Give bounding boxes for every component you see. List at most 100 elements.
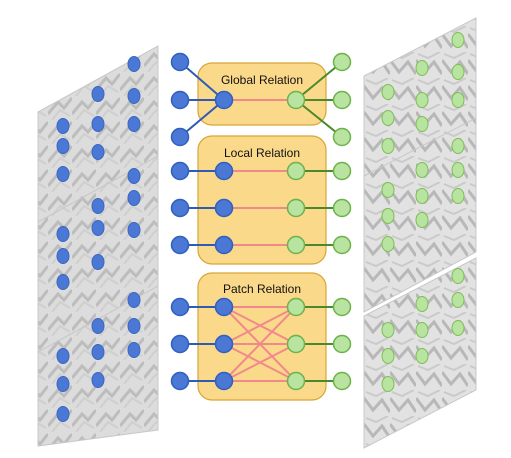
local-outer-green-node bbox=[332, 161, 352, 181]
right-panel-1-dot bbox=[451, 92, 465, 108]
patch-relation-label: Patch Relation bbox=[223, 282, 301, 296]
patch-inner-green-node bbox=[286, 371, 306, 391]
patch-outer-blue-node bbox=[170, 297, 190, 317]
left-panel-1-dot bbox=[127, 56, 141, 72]
left-image-panels bbox=[37, 45, 159, 447]
local-inner-blue-node bbox=[214, 161, 234, 181]
left-panel-2-dot bbox=[56, 274, 70, 290]
right-panel-2-dot bbox=[451, 162, 465, 178]
right-panel-3-dot bbox=[381, 348, 395, 364]
left-panel-1-dot bbox=[91, 86, 105, 102]
right-panel-2-dot bbox=[381, 236, 395, 252]
right-panel-3-dot bbox=[381, 376, 395, 392]
global-outer-blue-node bbox=[170, 52, 190, 72]
patch-red-edge bbox=[223, 306, 297, 345]
left-panel-2-dot bbox=[127, 190, 141, 206]
right-panel-1-dot bbox=[381, 138, 395, 154]
local-outer-green-node bbox=[332, 198, 352, 218]
right-panel-1-dot bbox=[381, 84, 395, 100]
global-inner-green-node bbox=[286, 90, 306, 110]
right-panel-2-dot bbox=[381, 208, 395, 224]
left-panel-3-dot bbox=[91, 318, 105, 334]
local-outer-blue-node bbox=[170, 235, 190, 255]
right-panel-2-dot bbox=[415, 188, 429, 204]
right-panel-3-dot bbox=[451, 320, 465, 336]
right-panel-1-dot bbox=[415, 116, 429, 132]
patch-outer-green-node bbox=[332, 334, 352, 354]
patch-outer-blue-node bbox=[170, 334, 190, 354]
global-green-edge bbox=[295, 61, 343, 101]
right-panel-3-dot bbox=[451, 292, 465, 308]
left-panel-1-dot bbox=[56, 166, 70, 182]
left-panel-3-dot bbox=[91, 344, 105, 360]
global-blue-edge bbox=[179, 99, 225, 138]
local-inner-blue-node bbox=[214, 235, 234, 255]
left-panel-3-dot bbox=[127, 342, 141, 358]
left-panel-1-dot bbox=[91, 116, 105, 132]
local-inner-green-node bbox=[286, 235, 306, 255]
left-panel-2-dot bbox=[56, 248, 70, 264]
patch-outer-green-node bbox=[332, 297, 352, 317]
global-outer-green-node bbox=[332, 52, 352, 72]
left-panel-3-dot bbox=[56, 406, 70, 422]
right-panel-2-dot bbox=[451, 138, 465, 154]
local-inner-green-node bbox=[286, 198, 306, 218]
right-panel-1-dot bbox=[381, 110, 395, 126]
local-inner-green-node bbox=[286, 161, 306, 181]
right-panel-3-dot bbox=[381, 322, 395, 338]
left-panel-1-dot bbox=[56, 138, 70, 154]
right-panel-3-dot bbox=[415, 348, 429, 364]
right-panel-2-dot bbox=[381, 182, 395, 198]
local-outer-blue-node bbox=[170, 161, 190, 181]
patch-inner-green-node bbox=[286, 334, 306, 354]
local-inner-blue-node bbox=[214, 198, 234, 218]
left-panel-2-dot bbox=[56, 226, 70, 242]
left-panel-2-dot bbox=[127, 168, 141, 184]
patch-inner-blue-node bbox=[214, 334, 234, 354]
right-panel-1-dot bbox=[415, 60, 429, 76]
global-outer-green-node bbox=[332, 90, 352, 110]
global-blue-edge bbox=[179, 61, 225, 101]
global-outer-green-node bbox=[332, 127, 352, 147]
left-panel-3-dot bbox=[91, 372, 105, 388]
global-relation-label: Global Relation bbox=[221, 73, 303, 87]
local-outer-blue-node bbox=[170, 198, 190, 218]
left-panel-1-dot bbox=[56, 118, 70, 134]
left-panel-2-dot bbox=[127, 222, 141, 238]
global-inner-blue-node bbox=[214, 90, 234, 110]
right-panel-3-dot bbox=[451, 268, 465, 284]
global-relation-box bbox=[197, 62, 327, 126]
right-panel-3-dot bbox=[415, 296, 429, 312]
left-panel-3-dot bbox=[127, 318, 141, 334]
global-green-edge bbox=[295, 99, 343, 138]
right-panel-2-dot bbox=[415, 162, 429, 178]
patch-inner-blue-node bbox=[214, 297, 234, 317]
right-panel-3-dot bbox=[415, 322, 429, 338]
patch-inner-blue-node bbox=[214, 371, 234, 391]
patch-outer-blue-node bbox=[170, 371, 190, 391]
local-relation-label: Local Relation bbox=[224, 146, 300, 160]
left-panel-3-dot bbox=[56, 376, 70, 392]
right-panel-2-dot bbox=[451, 188, 465, 204]
left-panel-1-dot bbox=[91, 144, 105, 160]
local-outer-green-node bbox=[332, 235, 352, 255]
right-panel-1-dot bbox=[451, 64, 465, 80]
patch-red-edge bbox=[223, 306, 297, 382]
left-panel-2-dot bbox=[91, 220, 105, 236]
right-panel-1-dot bbox=[415, 92, 429, 108]
right-image-panels bbox=[363, 17, 477, 449]
left-panel-1-dot bbox=[127, 88, 141, 104]
global-outer-blue-node bbox=[170, 90, 190, 110]
left-panel-2-dot bbox=[91, 254, 105, 270]
global-outer-blue-node bbox=[170, 127, 190, 147]
right-panel-2-dot bbox=[415, 212, 429, 228]
right-panel-1-dot bbox=[451, 32, 465, 48]
left-panel-3-dot bbox=[127, 292, 141, 308]
left-panel-1-dot bbox=[127, 116, 141, 132]
graph-nodes bbox=[170, 52, 352, 391]
patch-outer-green-node bbox=[332, 371, 352, 391]
patch-inner-green-node bbox=[286, 297, 306, 317]
left-panel-2-dot bbox=[91, 198, 105, 214]
patch-red-edge bbox=[223, 343, 297, 382]
